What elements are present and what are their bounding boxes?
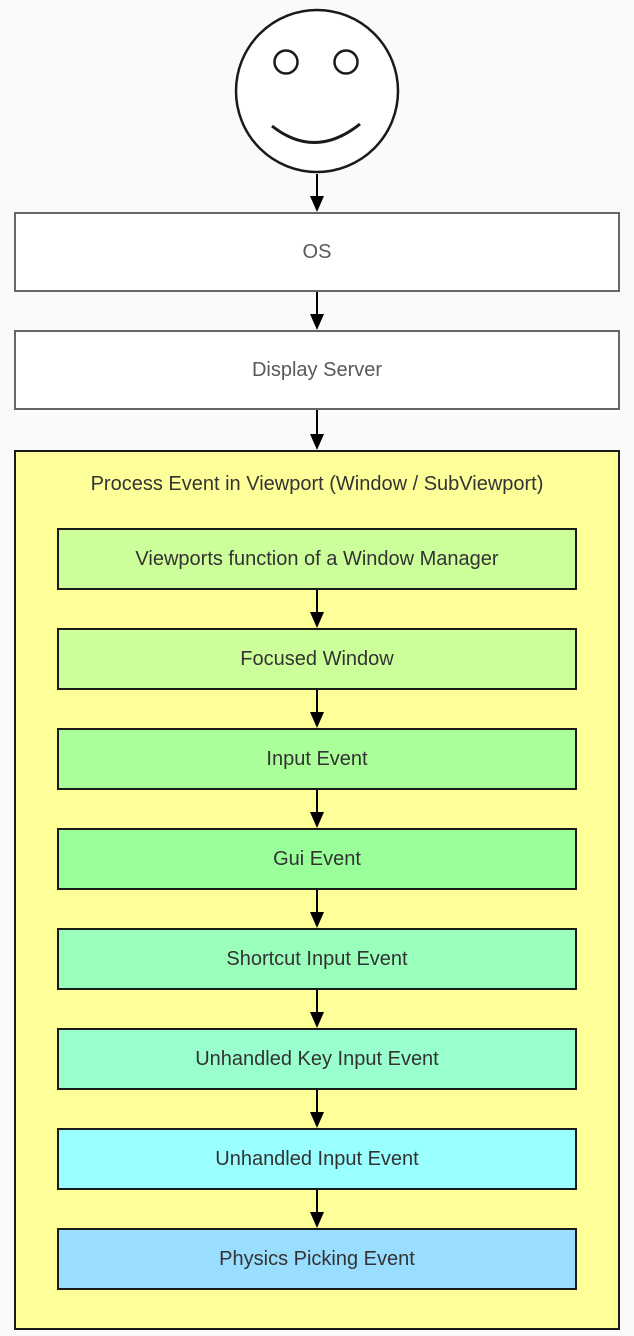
step-node-unhandled-input-event: Unhandled Input Event	[57, 1128, 577, 1190]
smile	[271, 122, 361, 144]
step-label: Gui Event	[273, 847, 361, 870]
step-node-physics-picking-event: Physics Picking Event	[57, 1228, 577, 1290]
arrow-down-icon	[310, 292, 324, 330]
display-server-node: Display Server	[14, 330, 620, 410]
arrow-down-icon	[310, 1090, 324, 1128]
step-label: Focused Window	[240, 647, 394, 670]
step-label: Unhandled Input Event	[215, 1147, 419, 1170]
display-server-node-label: Display Server	[251, 358, 383, 381]
viewport-process-container: Process Event in Viewport (Window / SubV…	[14, 450, 620, 1330]
os-node-label: OS	[302, 240, 332, 263]
arrow-down-icon	[310, 174, 324, 212]
step-label: Input Event	[266, 747, 368, 770]
face-circle	[234, 8, 400, 174]
step-label: Viewports function of a Window Manager	[135, 547, 499, 570]
step-node-viewports-function: Viewports function of a Window Manager	[57, 528, 577, 590]
step-node-input-event: Input Event	[57, 728, 577, 790]
arrow-down-icon	[310, 790, 324, 828]
step-node-focused-window: Focused Window	[57, 628, 577, 690]
arrow-down-icon	[310, 690, 324, 728]
step-node-gui-event: Gui Event	[57, 828, 577, 890]
arrow-down-icon	[310, 890, 324, 928]
arrow-down-icon	[310, 410, 324, 450]
arrow-down-icon	[310, 1190, 324, 1228]
right-eye	[333, 49, 359, 75]
step-label: Physics Picking Event	[219, 1247, 415, 1270]
arrow-down-icon	[310, 590, 324, 628]
step-node-unhandled-key-input-event: Unhandled Key Input Event	[57, 1028, 577, 1090]
arrow-down-icon	[310, 990, 324, 1028]
step-label: Unhandled Key Input Event	[195, 1047, 439, 1070]
step-node-shortcut-input-event: Shortcut Input Event	[57, 928, 577, 990]
smiley-face-icon	[234, 8, 400, 174]
viewport-container-title: Process Event in Viewport (Window / SubV…	[90, 473, 544, 495]
left-eye	[273, 49, 299, 75]
step-label: Shortcut Input Event	[226, 947, 408, 970]
os-node: OS	[14, 212, 620, 292]
